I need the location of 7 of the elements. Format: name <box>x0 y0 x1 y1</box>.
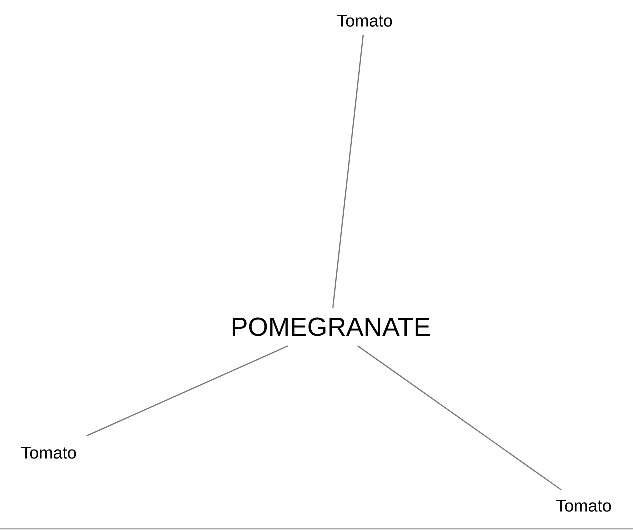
connector-line <box>86 345 289 437</box>
branch-topic-text: Tomato <box>22 447 76 459</box>
central-topic-text: POMEGRANATE <box>232 318 430 336</box>
branch-topic-text: Tomato <box>556 500 612 512</box>
connector-line <box>357 346 562 491</box>
connector-line <box>332 34 364 308</box>
branch-topic-text: Tomato <box>338 15 392 27</box>
